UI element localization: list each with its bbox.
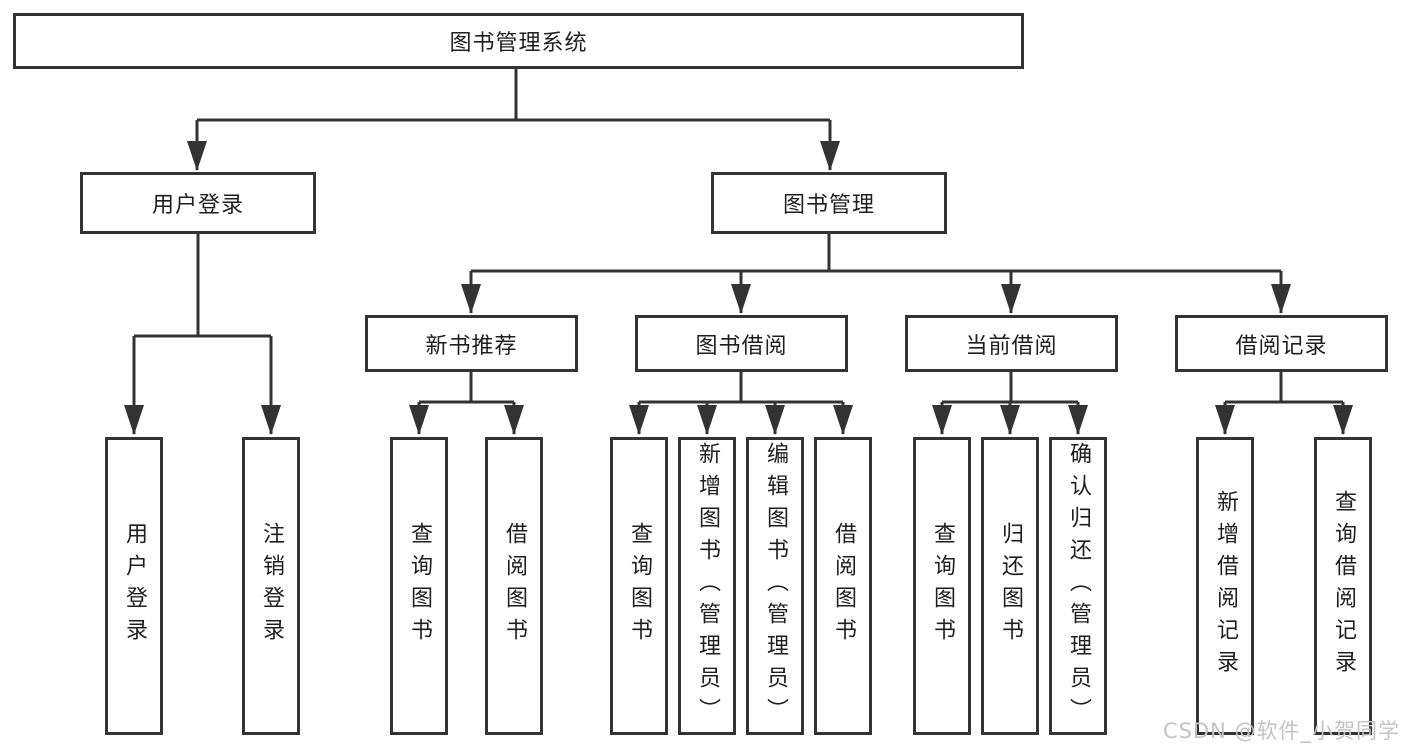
- node-label: 新增图书（管理员）: [695, 442, 720, 730]
- node-label: 查询借阅记录: [1331, 490, 1356, 682]
- node-label: 借阅图书: [502, 522, 527, 650]
- node-label: 新书推荐: [425, 333, 518, 359]
- leaf-borrow-book: 借阅图书: [814, 437, 872, 735]
- node-label: 编辑图书（管理员）: [763, 442, 788, 730]
- node-label: 图书管理: [782, 193, 875, 218]
- leaf-logout-login: 注销登录: [242, 437, 300, 735]
- node-label: 查询图书: [627, 522, 652, 650]
- node-library-management-system: 图书管理系统: [13, 13, 1024, 69]
- connector-book-borrow-children: [629, 372, 853, 435]
- node-book-borrow: 图书借阅: [635, 315, 848, 372]
- node-borrow-records: 借阅记录: [1175, 315, 1388, 372]
- node-label: 借阅记录: [1235, 333, 1328, 359]
- node-label: 用户登录: [151, 193, 244, 218]
- node-label: 当前借阅: [965, 333, 1058, 359]
- node-label: 查询图书: [407, 522, 432, 650]
- node-label: 确认归还（管理员）: [1066, 442, 1091, 730]
- connector-root-to-level2: [187, 69, 840, 171]
- connector-current-borrow-children: [932, 372, 1088, 435]
- leaf-recommend-query-book: 查询图书: [390, 437, 448, 735]
- node-label: 图书借阅: [695, 333, 788, 359]
- node-new-book-recommend: 新书推荐: [365, 315, 578, 372]
- node-label: 借阅图书: [831, 522, 856, 650]
- connector-borrow-records-children: [1215, 372, 1353, 435]
- node-current-borrow: 当前借阅: [905, 315, 1118, 372]
- node-label: 注销登录: [259, 522, 284, 650]
- leaf-user-login: 用户登录: [105, 437, 163, 735]
- node-label: 用户登录: [122, 522, 147, 650]
- leaf-add-borrow-record: 新增借阅记录: [1196, 437, 1254, 735]
- leaf-confirm-return-admin: 确认归还（管理员）: [1049, 437, 1107, 735]
- leaf-borrow-query-book: 查询图书: [610, 437, 668, 735]
- csdn-watermark: CSDN @软件_小贺同学: [1162, 719, 1400, 743]
- leaf-edit-book-admin: 编辑图书（管理员）: [746, 437, 804, 735]
- connector-new-book-recommend-children: [409, 372, 524, 435]
- leaf-add-book-admin: 新增图书（管理员）: [678, 437, 736, 735]
- leaf-query-borrow-record: 查询借阅记录: [1314, 437, 1372, 735]
- node-label: 新增借阅记录: [1213, 490, 1238, 682]
- node-user-login: 用户登录: [80, 172, 316, 234]
- leaf-recommend-borrow-book: 借阅图书: [485, 437, 543, 735]
- connector-book-management-children: [461, 234, 1291, 314]
- leaf-current-query-book: 查询图书: [913, 437, 971, 735]
- node-label: 归还图书: [998, 522, 1023, 650]
- leaf-return-book: 归还图书: [981, 437, 1039, 735]
- node-label: 查询图书: [930, 522, 955, 650]
- node-book-management: 图书管理: [711, 172, 947, 234]
- connector-user-login-children: [124, 234, 281, 435]
- node-label: 图书管理系统: [449, 31, 588, 56]
